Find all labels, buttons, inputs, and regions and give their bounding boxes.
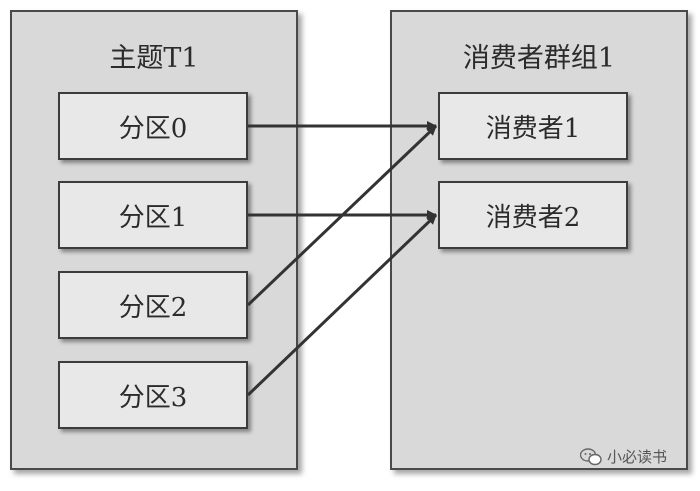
arrow-partition-3-to-consumer-2 <box>246 213 438 397</box>
watermark: 小必读书 <box>580 446 667 467</box>
consumer-2: 消费者2 <box>438 181 628 249</box>
partition-2: 分区2 <box>58 271 248 339</box>
partition-3: 分区3 <box>58 361 248 429</box>
partition-1: 分区1 <box>58 181 248 249</box>
watermark-text: 小必读书 <box>607 448 668 466</box>
consumer-1: 消费者1 <box>438 92 628 160</box>
partition-0: 分区0 <box>58 92 248 160</box>
consumer-group-title: 消费者群组1 <box>462 43 616 74</box>
wechat-icon <box>580 447 602 465</box>
arrow-partition-2-to-consumer-1 <box>246 124 438 307</box>
topic-title: 主题T1 <box>109 43 199 74</box>
